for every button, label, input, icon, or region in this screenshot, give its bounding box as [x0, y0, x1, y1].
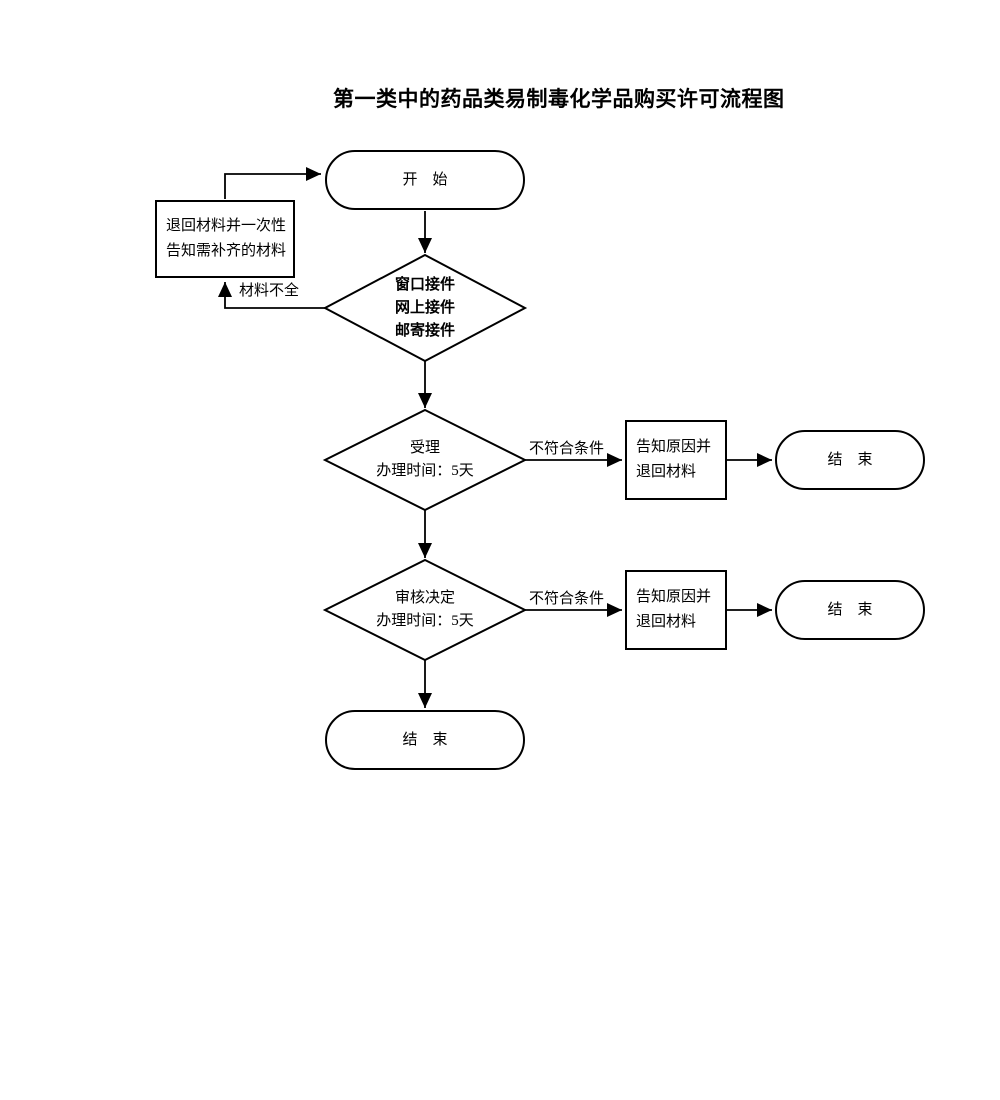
notify-return-box-1: 告知原因并 退回材料 — [625, 420, 727, 500]
edge-intake-to-return — [218, 282, 325, 309]
return-materials-label: 退回材料并一次性 告知需补齐的材料 — [166, 218, 287, 259]
end-label-right-1: 结 束 — [827, 452, 873, 468]
notify-return-label-1: 告知原因并 退回材料 — [636, 439, 712, 480]
end-terminator-right-2: 结 束 — [775, 580, 925, 640]
start-terminator: 开 始 — [325, 150, 525, 210]
intake-decision-shape — [322, 253, 528, 363]
edge-label-materials-incomplete: 材料不全 — [239, 283, 300, 299]
edge-return-to-start — [224, 167, 321, 199]
end-terminator-right-1: 结 束 — [775, 430, 925, 490]
end-label-right-2: 结 束 — [827, 602, 873, 618]
end-terminator-bottom: 结 束 — [325, 710, 525, 770]
edge-label-not-meet-conditions-1: 不符合条件 — [529, 441, 605, 457]
end-label-bottom: 结 束 — [402, 732, 448, 748]
review-decision-shape — [322, 558, 528, 662]
notify-return-label-2: 告知原因并 退回材料 — [636, 589, 712, 630]
edge-label-not-meet-conditions-2: 不符合条件 — [529, 591, 605, 607]
return-materials-box: 退回材料并一次性 告知需补齐的材料 — [155, 200, 295, 278]
notify-return-box-2: 告知原因并 退回材料 — [625, 570, 727, 650]
acceptance-decision-shape — [322, 408, 528, 512]
start-label: 开 始 — [402, 172, 448, 188]
page-title: 第一类中的药品类易制毒化学品购买许可流程图 — [333, 87, 785, 111]
